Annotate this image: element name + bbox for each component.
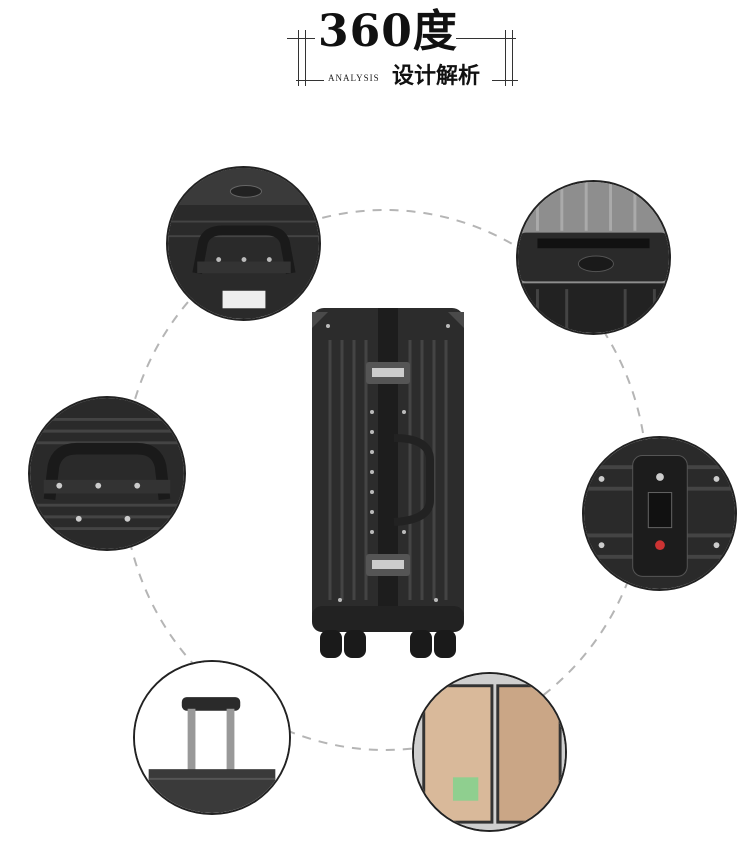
- header-line-left: [287, 38, 315, 39]
- header-line-bottom-left: [296, 80, 324, 81]
- tsa-lock-detail-icon: [582, 436, 737, 591]
- header-line-right: [456, 38, 516, 39]
- trolley-handle-detail-icon: [133, 660, 291, 815]
- side-handle-detail-icon: [28, 396, 186, 551]
- header-line-right-vert2: [512, 30, 513, 86]
- suitcase-main-icon: [290, 300, 480, 670]
- subtitle-en: ANALYSIS: [328, 73, 380, 83]
- top-handle-detail-icon: [166, 166, 321, 321]
- header-line-left-vert2: [305, 30, 306, 86]
- header-line-left-vert: [298, 30, 299, 86]
- header-line-bottom-right: [492, 80, 518, 81]
- subtitle-cn: 设计解析: [392, 64, 481, 89]
- interior-detail-icon: [412, 672, 567, 832]
- top-latch-detail-icon: [516, 180, 671, 335]
- page-title: 360度: [318, 6, 458, 57]
- header-line-right-vert: [505, 30, 506, 86]
